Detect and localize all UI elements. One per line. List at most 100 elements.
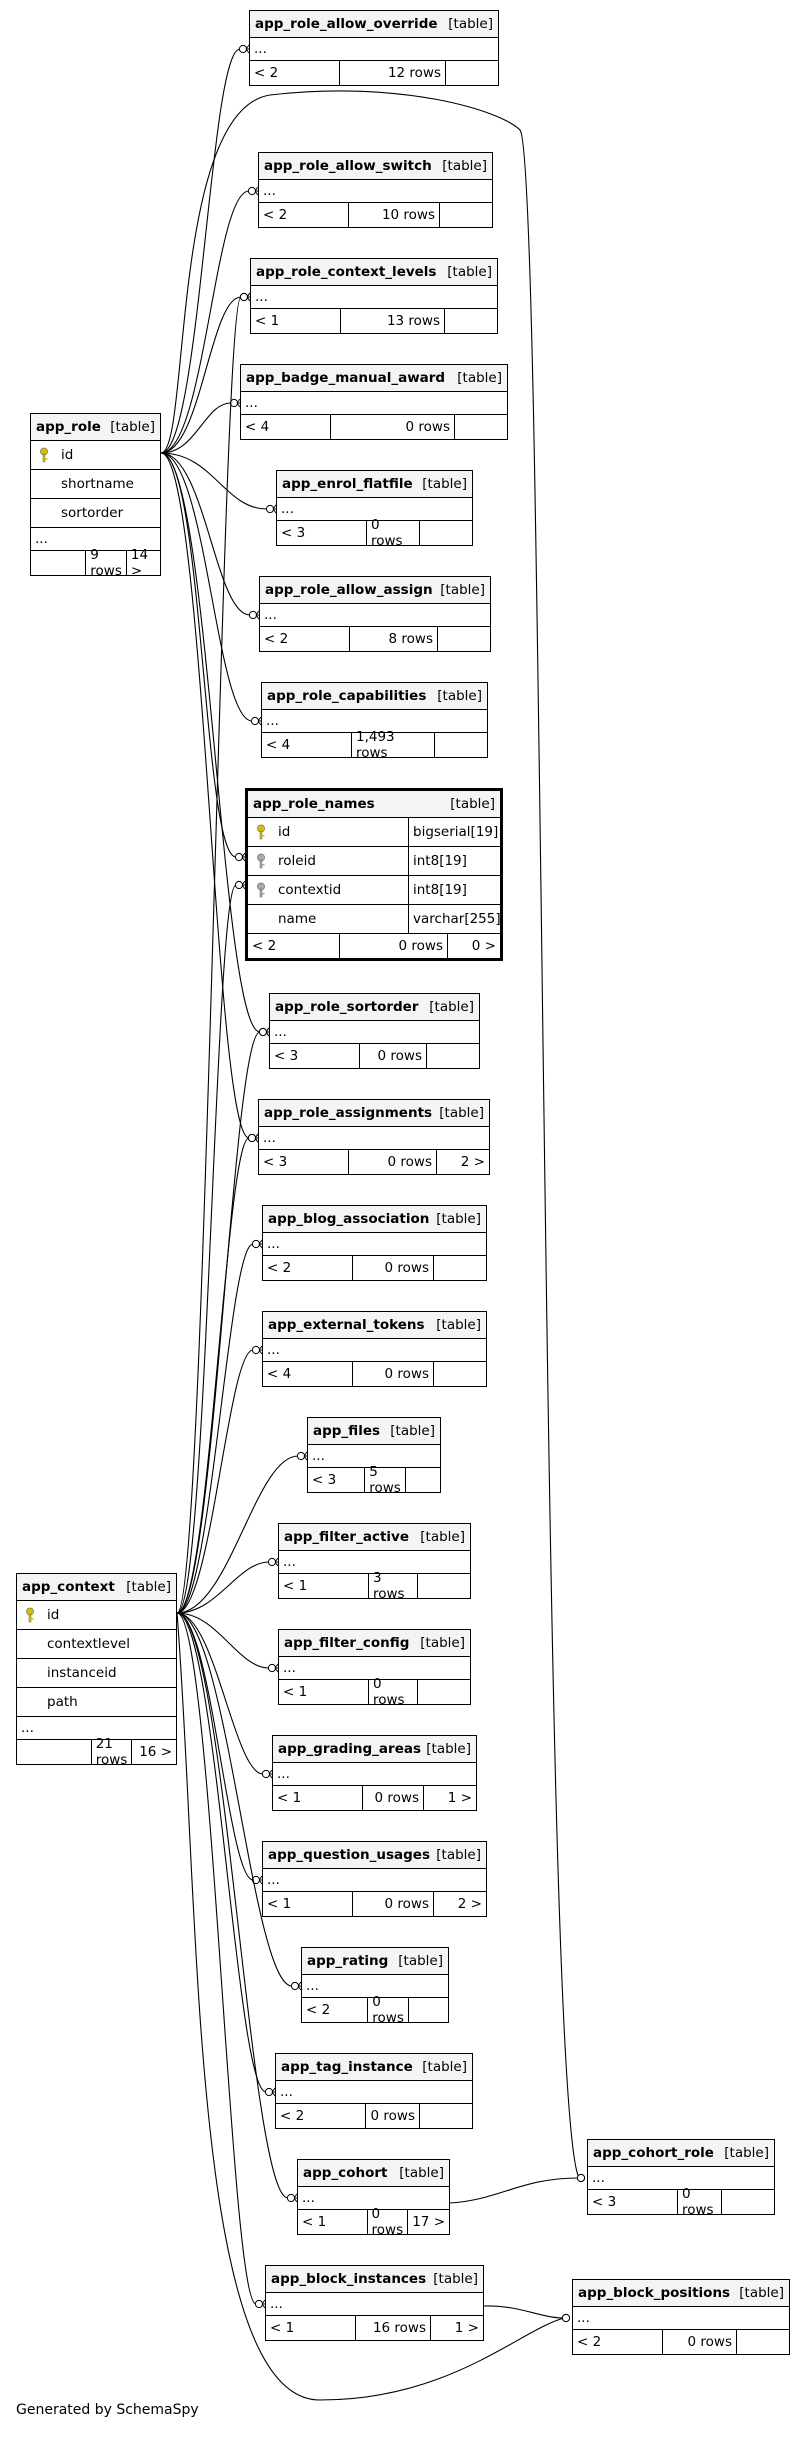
table-kind: [table]	[436, 1211, 481, 1227]
fk-line-app-block-instances-block-positions	[483, 2305, 565, 2319]
column-row: contextlevel	[17, 1630, 176, 1659]
child-count	[737, 2330, 789, 2354]
crow-foot-mark	[258, 1243, 263, 1249]
row-count: 1,493 rows	[352, 729, 435, 761]
child-count	[427, 1044, 479, 1068]
child-count: 14 >	[130, 547, 149, 579]
more-columns: ...	[270, 1021, 479, 1044]
zero-or-more-marker	[250, 716, 260, 726]
row-count: 0 rows	[663, 2330, 737, 2354]
column-name: instanceid	[47, 1665, 117, 1681]
more-columns: ...	[302, 1975, 448, 1998]
table-kind: [table]	[420, 1529, 465, 1545]
primary-key-icon	[248, 824, 274, 840]
foreign-key-icon	[248, 882, 274, 898]
crow-foot-mark	[236, 398, 241, 404]
fk-line-app-cohort-cohort-role	[449, 2177, 580, 2204]
table-name: app_block_instances	[271, 2271, 427, 2287]
table-kind: [table]	[440, 582, 485, 598]
crow-foot-mark	[271, 2091, 276, 2097]
table-kind: [table]	[433, 2271, 478, 2287]
crow-foot-mark	[257, 720, 262, 726]
zero-or-more-marker	[296, 1451, 306, 1461]
more-columns: ...	[263, 1233, 486, 1256]
column-name: id	[61, 447, 74, 463]
child-count: 2 >	[457, 1896, 482, 1912]
table-kind: [table]	[426, 1741, 471, 1757]
table-kind: [table]	[442, 158, 487, 174]
child-count	[445, 309, 497, 333]
table-header: app_filter_config[table]	[279, 1630, 470, 1657]
table-kind: [table]	[390, 1423, 435, 1439]
child-count	[435, 733, 487, 757]
row-count: 0 rows	[367, 517, 420, 549]
table-name: app_blog_association	[268, 1211, 430, 1227]
row-count: 21 rows	[92, 1736, 133, 1768]
foreign-key-icon	[248, 853, 274, 869]
table-kind: [table]	[448, 16, 493, 32]
crow-foot-mark	[254, 186, 259, 192]
parent-count: < 4	[263, 1362, 353, 1386]
crow-foot-mark	[261, 2303, 266, 2309]
zero-or-more-marker	[247, 1133, 257, 1143]
row-count: 12 rows	[340, 61, 446, 85]
table-header: app_context[table]	[17, 1574, 176, 1601]
parent-count: < 4	[241, 415, 331, 439]
fk-line-app-context	[176, 1612, 270, 1669]
child-count	[434, 1362, 486, 1386]
table-header: app_role_context_levels[table]	[251, 259, 497, 286]
table-header: app_role_capabilities[table]	[262, 683, 487, 710]
parent-count	[17, 1740, 92, 1764]
crow-foot-mark	[246, 296, 251, 302]
table-name: app_question_usages	[268, 1847, 430, 1863]
crow-foot-mark	[274, 1561, 279, 1567]
parent-count: < 2	[250, 61, 340, 85]
child-count: 16 >	[139, 1744, 172, 1760]
table-name: app_enrol_flatfile	[282, 476, 413, 492]
table-header: app_question_usages[table]	[263, 1842, 486, 1869]
crow-foot-mark	[241, 856, 246, 862]
more-columns: ...	[308, 1445, 440, 1468]
table-header: app_external_tokens[table]	[263, 1312, 486, 1339]
crow-foot-mark	[261, 2299, 266, 2305]
child-count: 0 >	[471, 938, 496, 954]
fk-line-app-role	[160, 402, 232, 454]
column-name: roleid	[278, 853, 316, 869]
crow-foot-mark	[245, 48, 250, 54]
table-header: app_role_sortorder[table]	[270, 994, 479, 1021]
table-header: app_role_names[table]	[248, 791, 500, 818]
